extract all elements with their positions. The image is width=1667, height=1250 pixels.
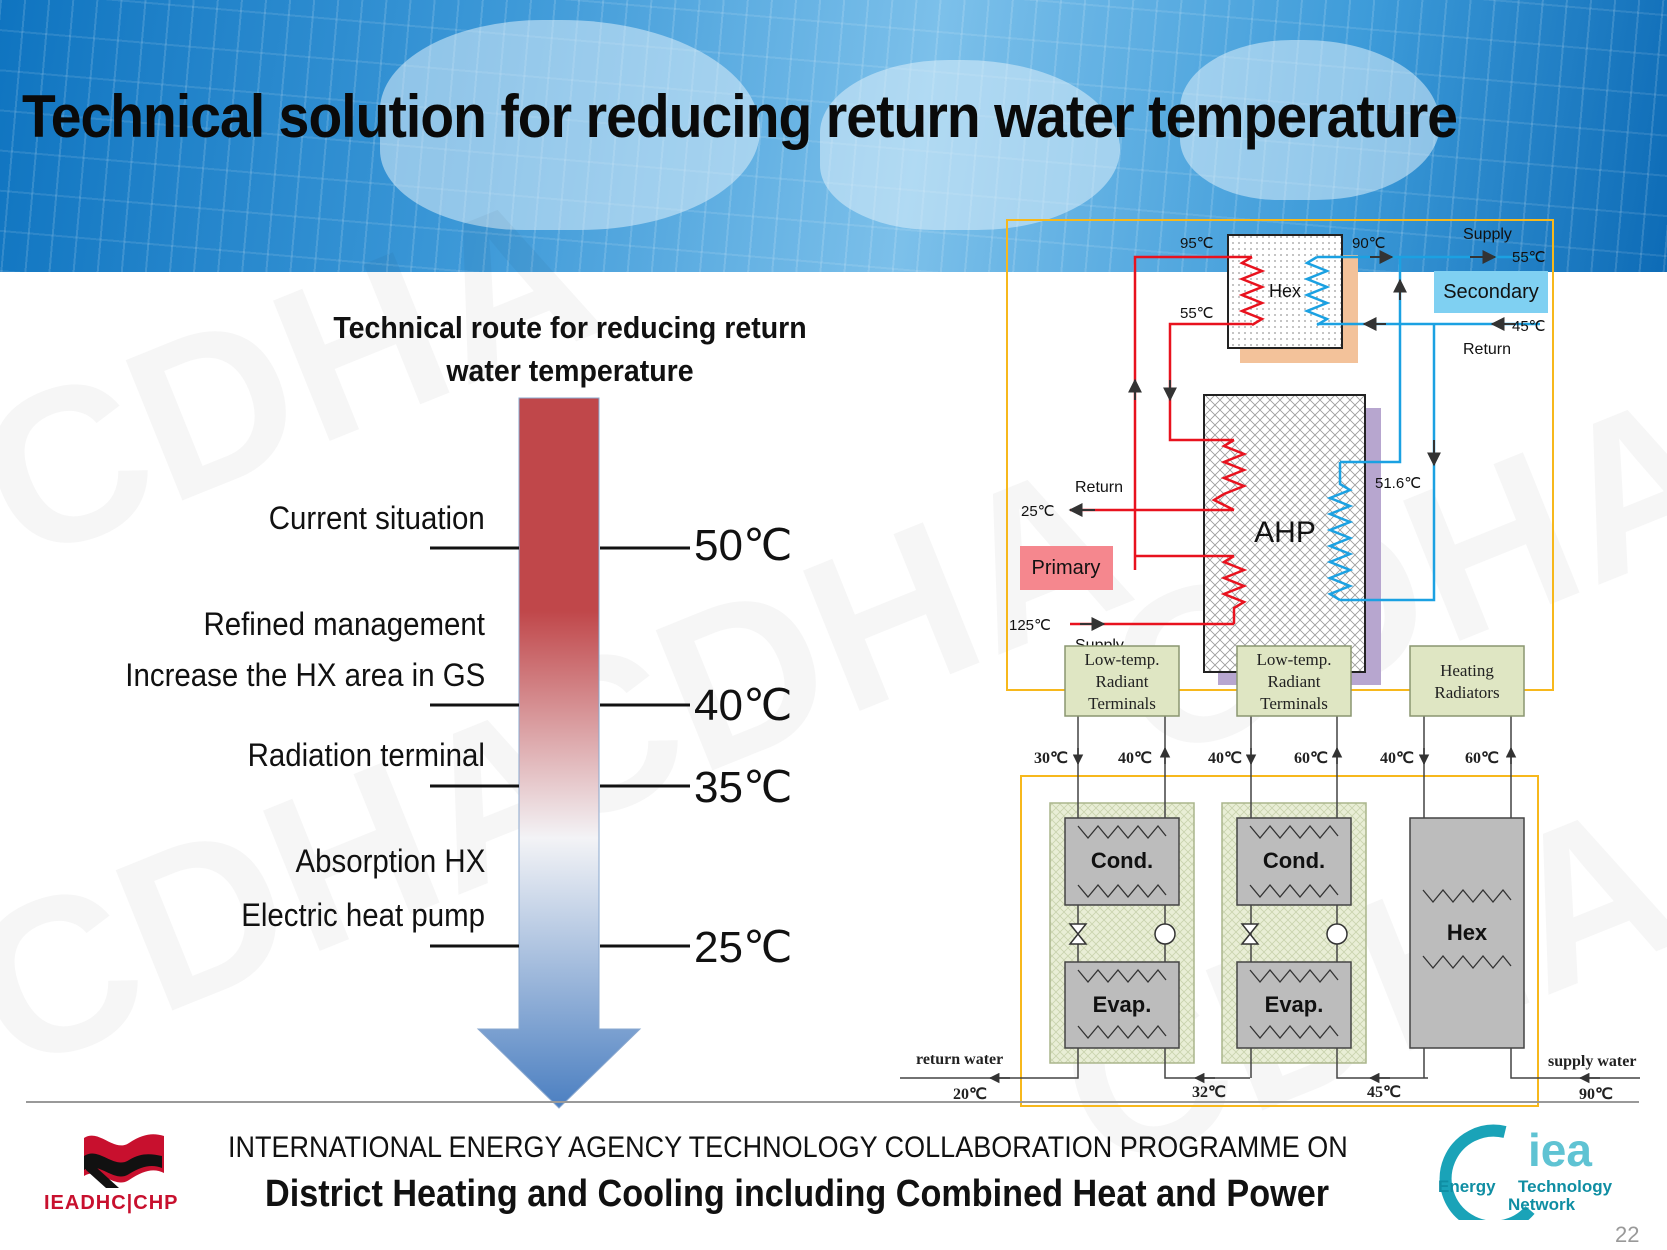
primary-return-label: Return — [1075, 479, 1123, 496]
hex-box — [1227, 234, 1343, 349]
pipe-temp-1: 30℃ — [1034, 750, 1068, 767]
footer-line2: District Heating and Cooling including C… — [265, 1173, 1330, 1215]
pipe-temp-6: 60℃ — [1465, 750, 1499, 767]
etn-technology-text: Technology — [1518, 1177, 1613, 1196]
route-title-line2: water temperature — [446, 353, 694, 388]
terminal-1-line2: Radiant — [1096, 672, 1149, 691]
supply-label: Supply — [1463, 226, 1512, 243]
expansion-valve-icon — [1240, 923, 1260, 945]
terminal-arrows — [988, 746, 1600, 1084]
expansion-valve-icons — [1068, 923, 1260, 945]
terminal-2-line2: Radiant — [1268, 672, 1321, 691]
compressor-icon — [1154, 923, 1176, 945]
bottom-temp-90: 90℃ — [1579, 1086, 1613, 1103]
temp-label-25: 25℃ — [694, 923, 793, 972]
banner-world-map — [380, 20, 760, 230]
terminal-1-line1: Low-temp. — [1084, 650, 1159, 669]
hex-unit — [1409, 817, 1525, 1049]
footer-line1: INTERNATIONAL ENERGY AGENCY TECHNOLOGY C… — [228, 1131, 1348, 1164]
hp-components — [1064, 817, 1525, 1049]
route-tick-lines — [430, 546, 690, 948]
route-label-current: Current situation — [269, 500, 485, 536]
route-label-hx-area: Increase the HX area in GS — [124, 657, 485, 693]
route-label-radiation: Radiation terminal — [247, 737, 485, 773]
terminal-1-line3: Terminals — [1088, 694, 1156, 713]
terminal-3-line2: Radiators — [1434, 683, 1499, 702]
pipe-temp-4: 60℃ — [1294, 750, 1328, 767]
terminal-2-line3: Terminals — [1260, 694, 1328, 713]
condenser-1-label: Cond. — [1091, 848, 1153, 873]
hex-label: Hex — [1269, 281, 1301, 301]
flow-arrows — [1068, 250, 1515, 631]
secondary-box — [1434, 271, 1548, 313]
secondary-label: Secondary — [1443, 281, 1539, 303]
dhc-logo-text: IEADHC|CHP — [44, 1192, 179, 1214]
pipe-temp-2: 40℃ — [1118, 750, 1152, 767]
etn-network-text: Network — [1508, 1195, 1576, 1214]
route-label-absorption: Absorption HX — [295, 843, 485, 879]
return-water-label: return water — [916, 1051, 1003, 1068]
temp-55-left: 55℃ — [1180, 305, 1214, 322]
temperature-arrow — [476, 397, 642, 1109]
pipe-temp-3: 40℃ — [1208, 750, 1242, 767]
temp-25: 25℃ — [1021, 503, 1055, 520]
temp-125: 125℃ — [1009, 617, 1051, 634]
cold-pipes — [1303, 255, 1540, 602]
condenser-2-label: Cond. — [1263, 848, 1325, 873]
temp-95: 95℃ — [1180, 235, 1214, 252]
page-title: Technical solution for reducing return w… — [22, 83, 1458, 150]
dhc-chp-logo — [84, 1134, 164, 1188]
etn-energy-text: Energy — [1438, 1177, 1496, 1196]
primary-box — [1020, 546, 1113, 590]
supply-water-label: supply water — [1548, 1053, 1636, 1070]
terminal-box-2 — [1236, 645, 1352, 717]
route-label-refined: Refined management — [203, 606, 485, 642]
primary-label: Primary — [1032, 557, 1101, 579]
compressor-icons — [1154, 923, 1348, 945]
temp-55-supply: 55℃ — [1512, 249, 1546, 266]
temp-label-40: 40℃ — [694, 681, 793, 730]
route-title-line1: Technical route for reducing return — [333, 310, 807, 345]
temp-45: 45℃ — [1512, 318, 1546, 335]
evaporator-1-label: Evap. — [1093, 992, 1152, 1017]
energy-technology-network-logo: iea Energy Technology Network — [1438, 1124, 1613, 1220]
banner-world-map — [820, 60, 1120, 230]
hex-unit-label: Hex — [1447, 920, 1488, 945]
bottom-temp-32: 32℃ — [1192, 1084, 1226, 1101]
header-banner — [0, 0, 1667, 272]
banner-world-map — [1180, 40, 1440, 200]
temp-label-50: 50℃ — [694, 521, 793, 570]
bottom-temp-20: 20℃ — [953, 1086, 987, 1103]
pipe-temp-5: 40℃ — [1380, 750, 1414, 767]
etn-logo-text: iea — [1528, 1124, 1592, 1176]
temp-90: 90℃ — [1352, 235, 1386, 252]
route-title: Technical route for reducing return wate… — [322, 306, 819, 392]
ahp-label: AHP — [1254, 516, 1316, 549]
terminal-box-3 — [1409, 645, 1525, 717]
return-label: Return — [1463, 341, 1511, 358]
terminal-box-1 — [1064, 645, 1180, 717]
page-number: 22 — [1615, 1222, 1640, 1247]
temp-label-35: 35℃ — [694, 763, 793, 812]
expansion-valve-icon — [1068, 923, 1088, 945]
temp-516: 51.6℃ — [1375, 475, 1421, 492]
footer-divider — [26, 1101, 1639, 1103]
terminal-2-line1: Low-temp. — [1256, 650, 1331, 669]
compressor-icon — [1326, 923, 1348, 945]
bottom-temp-45: 45℃ — [1367, 1084, 1401, 1101]
terminal-3-line1: Heating — [1440, 661, 1494, 680]
route-label-heat-pump: Electric heat pump — [241, 897, 485, 933]
substation-frame — [1020, 775, 1539, 1107]
evaporator-2-label: Evap. — [1265, 992, 1324, 1017]
coil-zigzags — [1077, 824, 1512, 1040]
